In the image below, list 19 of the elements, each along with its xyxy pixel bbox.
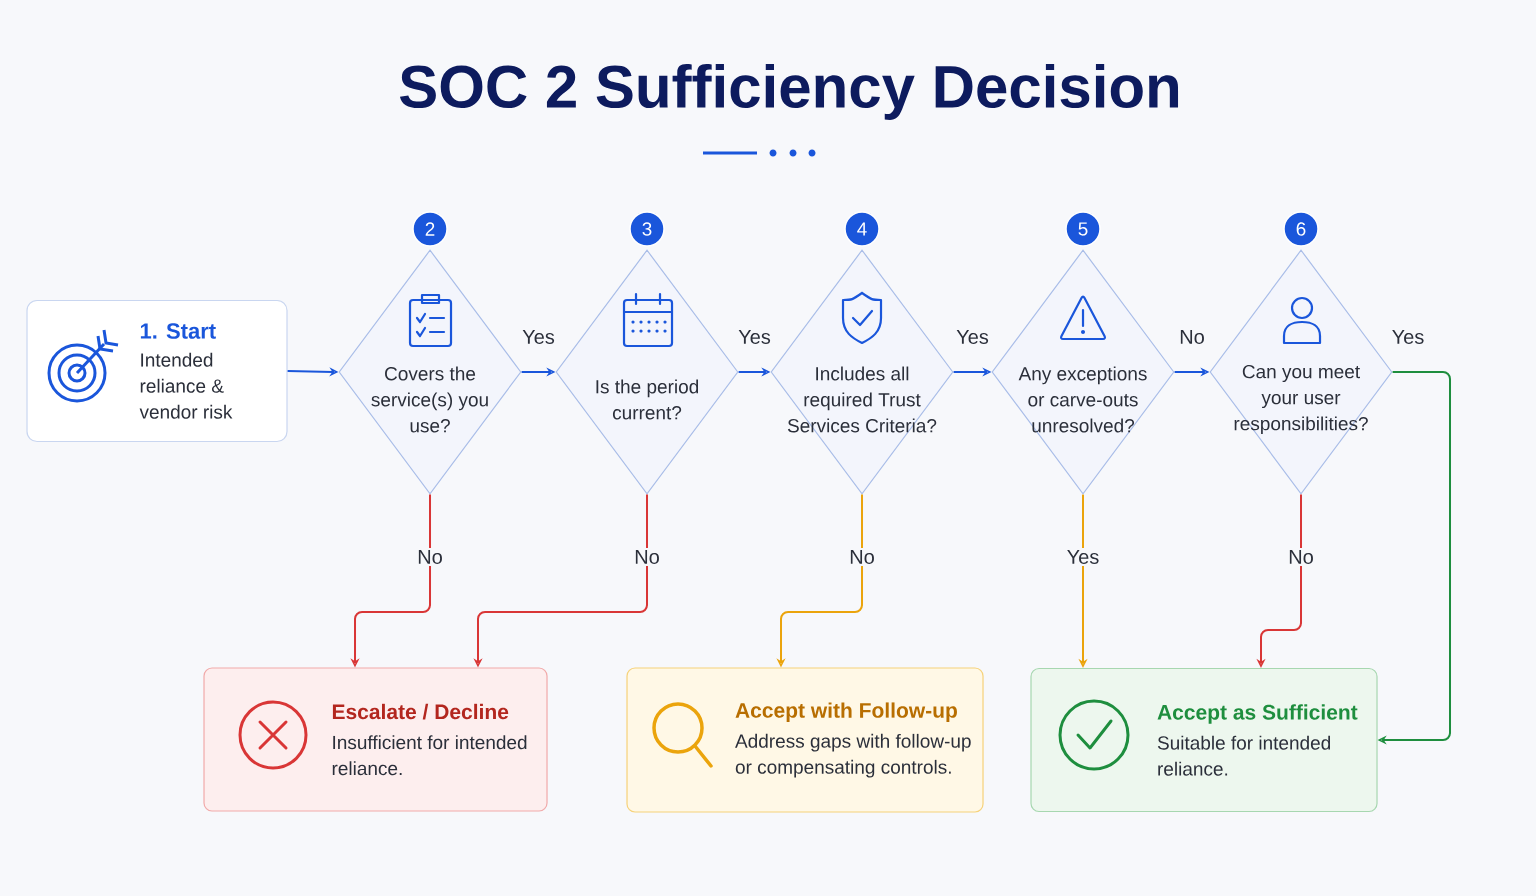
edge-label: Yes [520,328,557,346]
escalate-box: Escalate / Decline Insufficient for intended reliance. [203,667,548,812]
edge-label: No [1177,328,1207,346]
edge-label: No [632,548,662,566]
edge-label: No [1286,548,1316,566]
number-badge: 3 [629,211,665,247]
title: SOC 2 Sufficiency Decision [399,64,1179,120]
start-box: 1. Start Intended reliance & vendor risk [26,299,288,443]
sufficient-box: Accept as Sufficient Suitable for intended reliance. [1030,667,1378,813]
follow-up-box: Accept with Follow-up Address gaps with follow-up or compensating controls. [626,667,984,813]
number-badge: 2 [412,211,448,247]
edge-label: Yes [736,328,773,346]
edge-label: No [847,548,877,566]
number-badge: 6 [1283,211,1319,247]
number-badge: 4 [844,211,880,247]
edge-label: No [415,548,445,566]
edge-label: Yes [954,328,991,346]
edge-label: Yes [1064,548,1102,566]
number-badge: 5 [1065,211,1101,247]
